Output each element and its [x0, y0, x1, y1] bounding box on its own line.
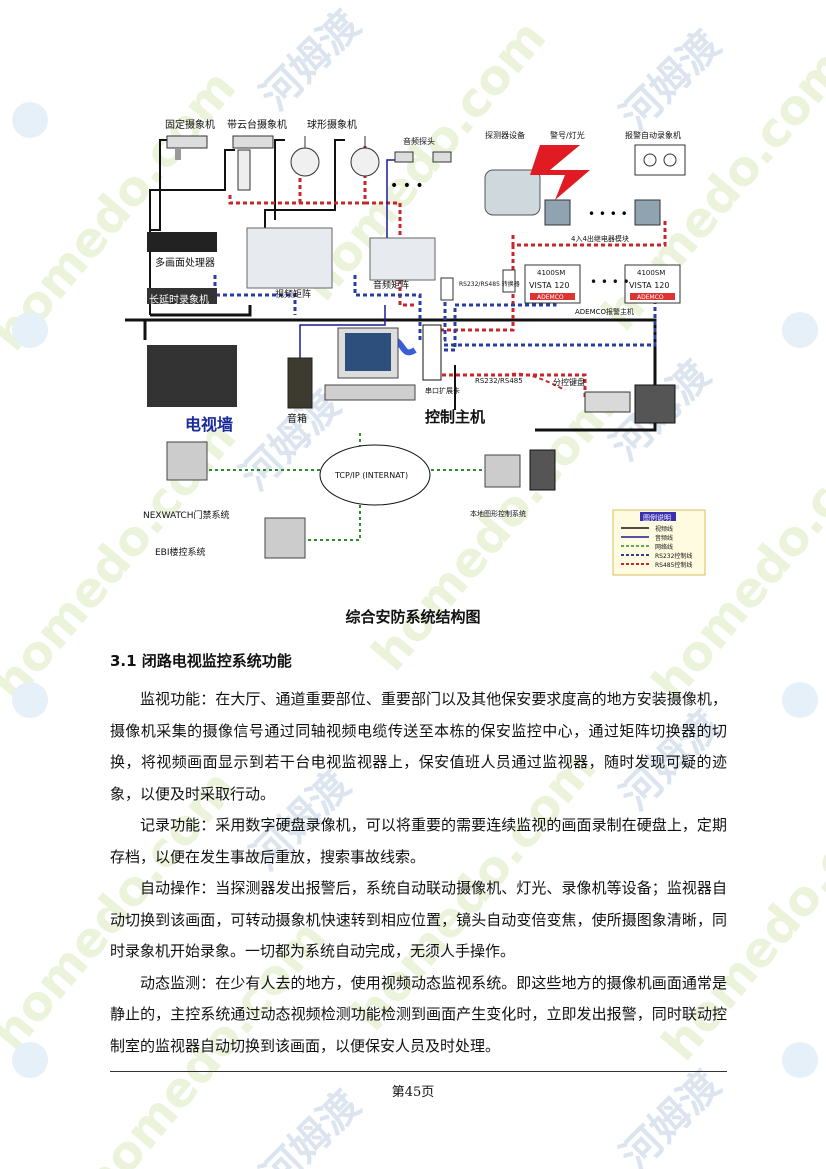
page-number: 第45页 [391, 1085, 435, 1100]
label-ebi: EBI楼控系统 [155, 546, 206, 558]
label-keyboard: 分控键盘 [553, 377, 585, 387]
legend-item: 网络线 [655, 543, 673, 551]
legend-title: 图例说明 [643, 513, 671, 522]
video-line [150, 139, 175, 231]
fixed-camera [166, 135, 208, 160]
speaker [287, 357, 313, 409]
audio-matrix [369, 237, 436, 281]
detector-device [484, 169, 541, 216]
label-multiplexer: 多画面处理器 [155, 256, 215, 269]
tv-wall [147, 345, 237, 407]
alarm-lightning-icon [530, 145, 590, 200]
label-panel-model: 4100SM [537, 269, 565, 277]
svg-text:• • •: • • • [390, 178, 424, 194]
legend-item: 音频线 [655, 534, 673, 542]
security-system-diagram: • • • • • • • [125, 118, 706, 576]
label-alarm-light: 警号/灯光 [550, 130, 585, 140]
video-line [264, 139, 345, 230]
legend-item: 视频线 [655, 525, 673, 533]
ademco-panel [524, 264, 681, 304]
flower-icon [12, 682, 48, 718]
label-serial-card: 串口扩展卡 [425, 386, 460, 395]
converter [502, 269, 516, 293]
flower-icon [12, 312, 48, 348]
rs232-line [353, 275, 422, 340]
keyboard-cable [504, 372, 566, 391]
body-text: 监视功能：在大厅、通道重要部位、重要部门以及其他保安要求度高的地方安装摄像机，摄… [110, 684, 727, 1062]
label-alarm-recorder: 报警自动录象机 [625, 130, 681, 140]
alarm-recorder [634, 144, 686, 176]
svg-text:• • • •: • • • • [588, 207, 628, 221]
video-line [149, 149, 235, 315]
label-audio-pickup: 音频探头 [403, 136, 435, 146]
video-line [125, 318, 657, 432]
watermark-text: 河姆渡 [612, 1062, 729, 1169]
label-ptz-camera: 带云台摄象机 [227, 118, 287, 131]
control-host [324, 327, 416, 401]
paragraph: 自动操作：当探测器发出报警后，系统自动联动摄像机、灯光、录像机等设备；监视器自动… [110, 879, 727, 960]
flower-icon [782, 682, 818, 718]
rs485-line [511, 220, 667, 247]
label-converter: RS232/RS485 转换器 [459, 280, 520, 288]
network-cloud [319, 444, 431, 506]
paragraph: 监视功能：在大厅、通道重要部位、重要部门以及其他保安要求度高的地方安装摄像机，摄… [110, 690, 727, 803]
label-audio-matrix: 音频矩阵 [373, 279, 409, 291]
label-long-recorder: 长延时录象机 [149, 293, 209, 306]
flower-icon [782, 1042, 818, 1078]
paragraph: 记录功能：采用数字硬盘录像机，可以将重要的需要连续监视的画面录制在硬盘上，定期存… [110, 816, 727, 866]
legend-item: RS232控制线 [655, 552, 692, 560]
label-speaker: 音箱 [287, 412, 307, 425]
label-ademco-host: ADEMCO报警主机 [575, 307, 634, 316]
label-remote-station: 本地图形控制系统 [470, 509, 526, 518]
flower-icon [12, 1042, 48, 1078]
remote-monitor [529, 449, 556, 491]
relay-module: • • • • [544, 199, 661, 226]
flower-icon [782, 312, 818, 348]
label-video-matrix: 视频矩阵 [275, 288, 311, 300]
converter [440, 277, 454, 301]
footer-rule [110, 1071, 727, 1072]
label-panel-brand: ADEMCO [537, 294, 564, 301]
video-line [274, 139, 285, 220]
legend-item: RS485控制线 [655, 561, 692, 569]
keyboard-controller [584, 391, 631, 413]
rs232-line [213, 275, 297, 315]
label-panel-brand: ADEMCO [637, 294, 664, 301]
label-network-cloud: TCP/IP (INTERNAT) [334, 471, 408, 480]
multiplexer [147, 232, 217, 252]
label-control-host: 控制主机 [425, 408, 485, 426]
label-panel-vista: VISTA 120 [529, 281, 569, 290]
label-panel-vista: VISTA 120 [629, 281, 669, 290]
figure-caption: 综合安防系统结构图 [345, 608, 481, 626]
label-dome-camera: 球形摄象机 [307, 118, 357, 131]
label-detector-device: 探测器设备 [485, 130, 525, 140]
dots: • • • • [590, 275, 630, 289]
long-recorder [147, 288, 217, 304]
paragraph: 动态监测：在少有人去的地方，使用视频动态监视系统。即这些地方的摄像机画面通常是静… [110, 973, 727, 1055]
audio-pickup: • • • [390, 151, 452, 194]
nexwatch-pc [166, 441, 208, 481]
label-nexwatch: NEXWATCH门禁系统 [143, 509, 229, 521]
video-line [150, 305, 252, 317]
ebi-pc [264, 517, 306, 559]
audio-line [299, 305, 386, 385]
legend [612, 509, 706, 576]
rs485-line [435, 373, 587, 400]
audio-line [386, 159, 405, 240]
section-title: 3.1 闭路电视监控系统功能 [110, 652, 292, 670]
label-relay-module: 4入4出继电器模块 [571, 234, 629, 243]
monitor-box [634, 384, 676, 424]
ptz-camera [232, 135, 274, 191]
label-fixed-camera: 固定摄象机 [165, 118, 215, 131]
rs232-line [437, 290, 657, 347]
video-matrix [246, 227, 333, 289]
flower-icon [12, 102, 48, 138]
serial-card [422, 324, 442, 381]
label-panel-model: 4100SM [637, 269, 665, 277]
remote-pc [484, 454, 521, 488]
dome-camera [290, 136, 380, 177]
label-tv-wall: 电视墙 [185, 415, 233, 434]
label-rs: RS232/RS485 [475, 377, 523, 385]
